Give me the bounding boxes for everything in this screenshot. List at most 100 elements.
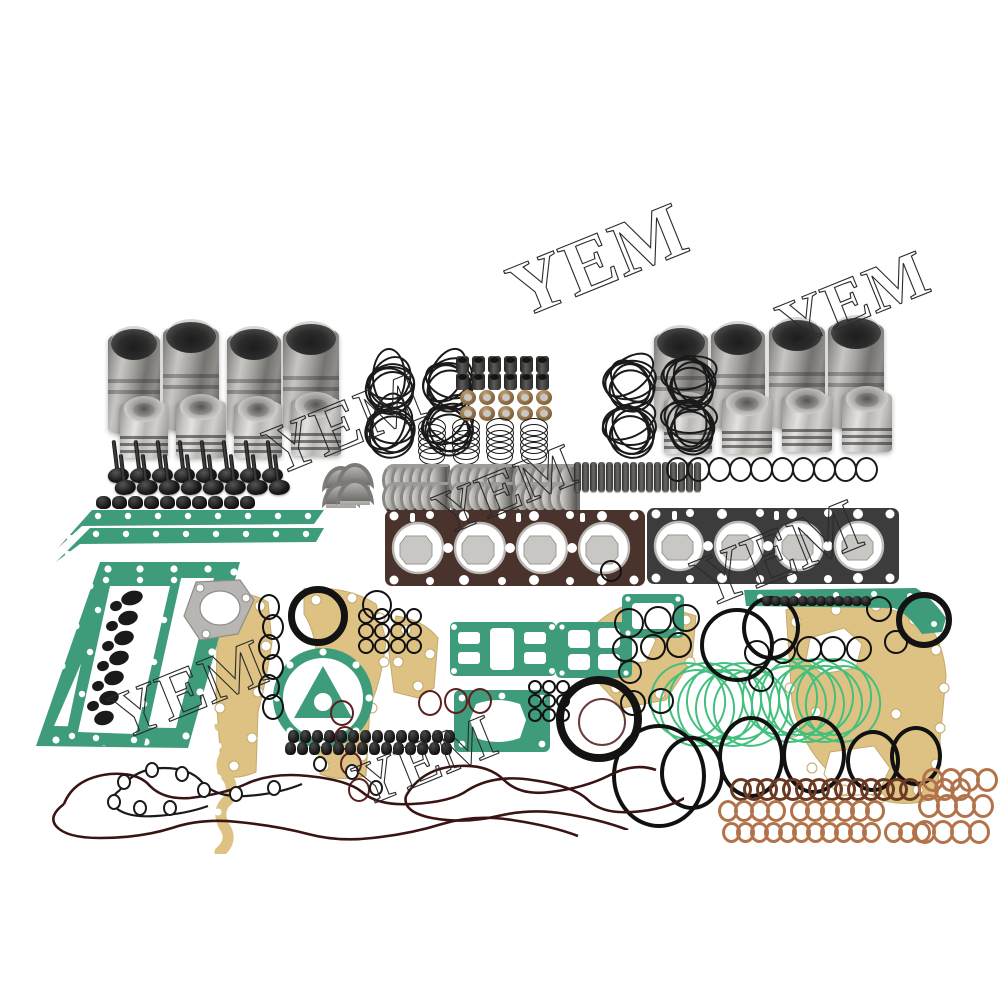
valve-stem-seal [176, 496, 191, 509]
valve-stem-seal [224, 496, 239, 509]
oring-black-small [542, 694, 556, 708]
crank-seal-inner-ring [578, 698, 626, 746]
rod-bushing-inner [464, 410, 472, 417]
piston [291, 392, 341, 456]
liner-band [711, 385, 765, 389]
oring-black-small [556, 708, 570, 722]
valve-stem-seal [144, 496, 159, 509]
valve-stem-seal [381, 742, 392, 755]
piston-ring-groove [234, 436, 282, 439]
liner-bore [830, 315, 882, 349]
oring-black [770, 638, 796, 664]
valve-stem-seal [128, 496, 143, 509]
valve-stem-seal [160, 496, 175, 509]
liner-band [654, 387, 708, 391]
rod-pin-bore [538, 374, 547, 380]
piston-ring-groove [842, 442, 892, 445]
piston-crown [786, 388, 828, 414]
piston-ring-groove [842, 435, 892, 438]
rod-pin-bore [490, 357, 499, 363]
rod-pin-bore [538, 357, 547, 363]
oring-black-small [528, 708, 542, 722]
head-gasket-right [647, 508, 899, 584]
valve-stem-seal [300, 730, 311, 743]
valve-guide [662, 462, 669, 492]
valve-stem-seal [852, 596, 862, 606]
manifold-gasket-upper [450, 622, 556, 676]
piston-ring-groove [782, 443, 832, 446]
rod-pin-bore [490, 374, 499, 380]
oring-black [600, 560, 622, 582]
rubber-cover-gasket-right [404, 764, 657, 830]
oring-maroon [468, 688, 492, 714]
watermark-yem: YEM [766, 236, 940, 364]
rod-bushing-inner [540, 410, 548, 417]
piston-ring-groove [176, 435, 226, 438]
oring-black-small [406, 638, 422, 654]
oring-black-small [390, 638, 406, 654]
watermark-yem: YEM [253, 357, 437, 492]
piston-ring-groove [291, 440, 341, 443]
liner-bore [285, 321, 337, 355]
valve-stem-seal [96, 496, 111, 509]
valve-stem-seal [384, 730, 395, 743]
head-gasket-left [385, 510, 645, 586]
liner-band [108, 390, 160, 394]
piston-ring-groove [664, 439, 712, 442]
piston-ring-groove [782, 436, 832, 439]
oring-black [648, 688, 674, 714]
oring-black [666, 632, 692, 658]
valve-stem-seal [312, 730, 323, 743]
valve-stem-seal [285, 742, 296, 755]
oring-black [640, 634, 666, 660]
liner-band [828, 383, 884, 387]
rod-pin-bore [522, 357, 531, 363]
liner-bore [771, 317, 823, 351]
valve-guide [622, 462, 629, 492]
piston-ring-groove [291, 433, 341, 436]
piston-crown [295, 392, 337, 418]
valve-stem-seal [297, 742, 308, 755]
rocker-cover-gasket-slots [64, 574, 182, 746]
rod-pin-bore [522, 374, 531, 380]
piston-crown [726, 390, 768, 416]
piston-ring-groove [291, 447, 341, 450]
piston-crown [846, 386, 888, 412]
rod-pin-bore [474, 357, 483, 363]
liner-band [654, 376, 708, 380]
valve-guide [614, 462, 621, 492]
piston-ring-groove [234, 450, 282, 453]
liner-bore [656, 325, 706, 359]
piston-ring-groove [120, 450, 168, 453]
valve-stem-seal [762, 596, 772, 606]
valve-stem-seal [825, 596, 835, 606]
piston-crown [237, 396, 279, 422]
oring-black [884, 630, 908, 654]
rod-bushing-inner [540, 394, 548, 401]
liner-bore [713, 321, 763, 355]
rod-bushing-inner [483, 410, 491, 417]
valve-stem-seal [405, 742, 416, 755]
valve-stem-seal [834, 596, 844, 606]
watermark-yem: YEM [495, 184, 700, 335]
liner-bore [165, 319, 217, 353]
valve-stem-seal [333, 742, 344, 755]
valve-stem-seal [771, 596, 781, 606]
piston [782, 388, 832, 452]
oring-maroon [348, 778, 370, 802]
oring-black-small [542, 680, 556, 694]
valve-guide [630, 462, 637, 492]
valve-stem-seal [321, 742, 332, 755]
valve-stem-seal [780, 596, 790, 606]
copper-washer [766, 800, 786, 822]
rubber-cover-gaskets [52, 756, 684, 841]
valve-stem-seal [789, 596, 799, 606]
rod-pin-bore [458, 374, 467, 380]
piston-ring-groove [722, 431, 772, 434]
rod-pin-bore [458, 357, 467, 363]
valve-stem-seal [807, 596, 817, 606]
camshaft-oil-seal [896, 592, 952, 648]
valve-stem-seal [336, 730, 347, 743]
valve-guide [646, 462, 653, 492]
